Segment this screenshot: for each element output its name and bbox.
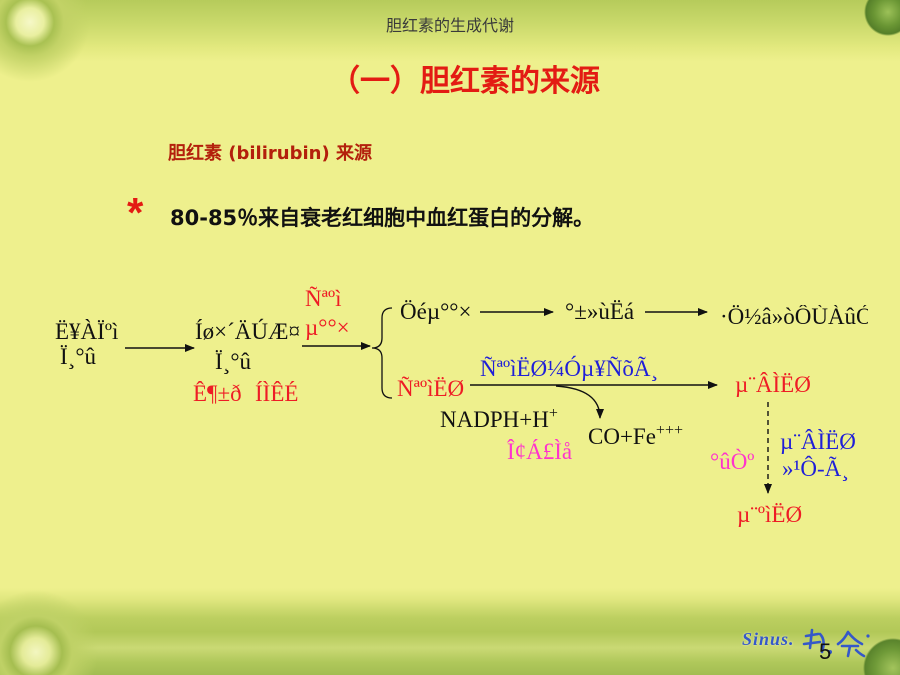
label-reductase-line1: µ¨ÂÌËØ — [780, 429, 856, 454]
split-brace — [371, 307, 393, 399]
node-globin: Öéµ°°× — [400, 299, 472, 324]
label-hemoglobin-line2: µ°°× — [305, 315, 350, 340]
slide-subtitle: 胆红素 (bilirubin) 来源 — [168, 143, 372, 164]
byproducts-text: CO+Fe — [588, 424, 656, 449]
label-microsome: Î¢Á£Ìå — [507, 439, 573, 464]
slide-header: 胆红素的生成代谢 — [385, 16, 514, 35]
cofactor-text: NADPH+H — [440, 407, 549, 432]
reticulo-note-a: Ê¶±ð — [193, 381, 242, 406]
node-reuse-clip: ·Ö½â»òÔÙÀûÓ — [720, 305, 868, 333]
label-byproducts: CO+Fe+++ — [588, 422, 683, 449]
node-reuse: ·Ö½â»òÔÙÀûÓ — [720, 305, 868, 329]
label-hemoglobin-line1: Ñªºì — [305, 286, 342, 311]
label-cytosol: °ûÒº — [710, 449, 755, 474]
reticulo-note-b: ÍÌÊÉ — [255, 381, 299, 406]
byproducts-charge: +++ — [655, 422, 683, 439]
node-biliverdin: µ¨ÂÌËØ — [735, 372, 811, 397]
label-cofactor: NADPH+H+ — [440, 405, 558, 432]
logo-text: Sinus. — [742, 629, 795, 649]
node-source-line2: Ï¸°û — [60, 344, 97, 369]
node-reticulo-line2: Ï¸°û — [215, 349, 252, 374]
page-number: 5 — [819, 639, 832, 664]
node-source-line1: Ë¥ÀÏºì — [55, 319, 119, 344]
label-heme-oxygenase: ÑªºìËØ¼Óµ¥ÑõÃ¸ — [480, 356, 659, 381]
arrow-byproduct-curve — [555, 385, 604, 419]
bullet-asterisk: * — [127, 189, 144, 236]
slide-title: （一）胆红素的来源 — [330, 64, 600, 99]
node-bilirubin: µ¨ºìËØ — [737, 502, 803, 527]
node-amino-acid: °±»ùËá — [565, 299, 635, 324]
node-heme: ÑªºìËØ — [397, 376, 465, 401]
node-reticulo-line1: Íø×´ÄÚÆ¤ — [195, 319, 300, 344]
label-reductase-line2: »¹Ô-Ã¸ — [782, 456, 849, 481]
logo-brush-icon — [802, 628, 870, 658]
cofactor-charge: + — [548, 405, 558, 422]
bullet-text: 80-85％来自衰老红细胞中血红蛋白的分解。 — [170, 206, 595, 230]
